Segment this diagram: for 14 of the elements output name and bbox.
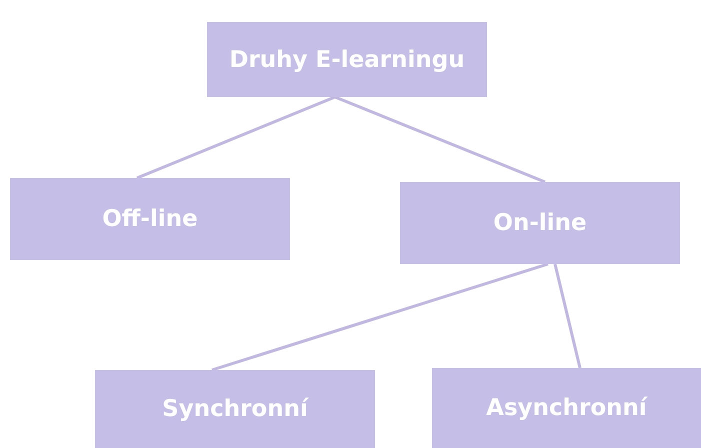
connector-line bbox=[554, 264, 582, 368]
category-label: Synchronní bbox=[162, 396, 308, 422]
category-label: On-line bbox=[493, 210, 587, 236]
category-box bbox=[207, 22, 487, 97]
category-box bbox=[10, 178, 290, 260]
category-box bbox=[400, 182, 680, 264]
category-label: Asynchronní bbox=[486, 395, 647, 421]
category-box bbox=[432, 368, 701, 448]
category-box bbox=[95, 370, 375, 448]
category-label: Druhy E-learningu bbox=[229, 46, 465, 72]
connector-line bbox=[334, 96, 546, 184]
category-label: Off-line bbox=[102, 206, 198, 232]
connector-line bbox=[212, 262, 548, 372]
connector-line bbox=[136, 96, 336, 180]
